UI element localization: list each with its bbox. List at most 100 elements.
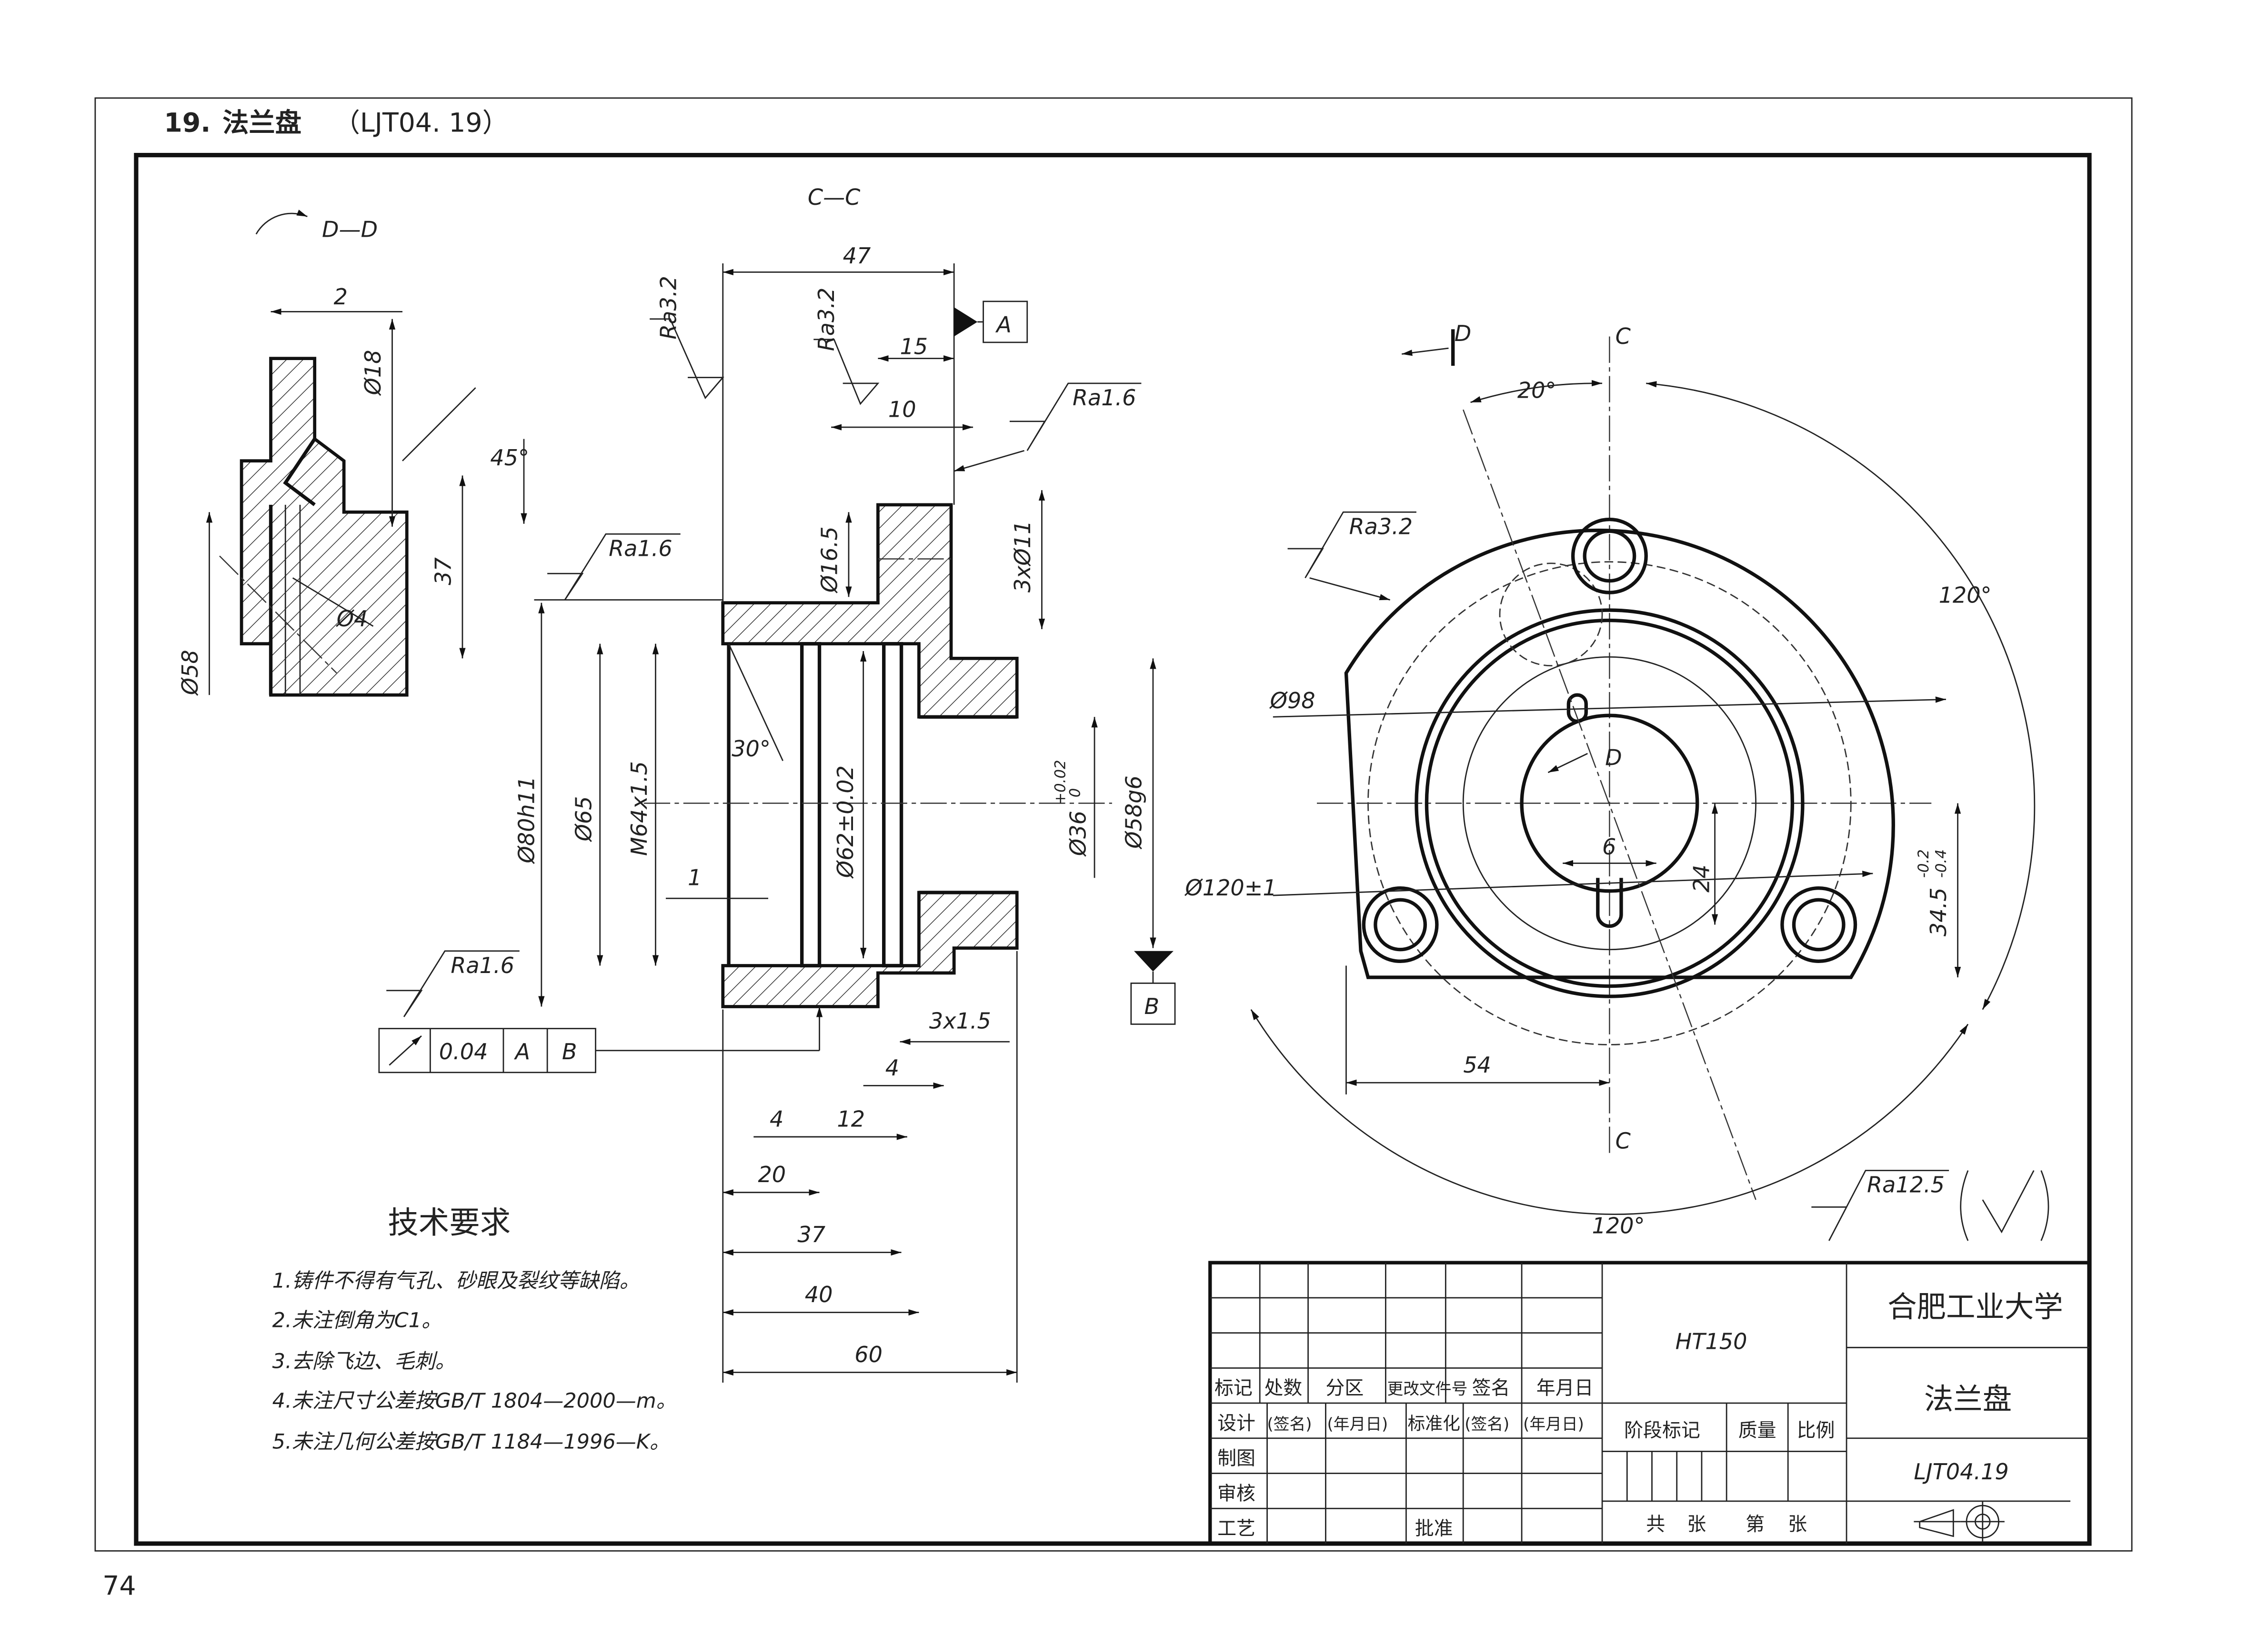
dim-dd-d58: Ø58 — [177, 650, 203, 696]
dim-120deg-bottom: 120° — [1592, 1213, 1645, 1239]
roughness-3: Ra1.6 — [1073, 385, 1136, 411]
tech-title: 技术要求 — [388, 1205, 511, 1241]
dim-cc-47: 47 — [843, 243, 871, 269]
section-mark-d-center: D — [1605, 745, 1622, 771]
lower-section — [721, 891, 1019, 1008]
dim-d120: Ø120±1 — [1184, 875, 1277, 901]
dim-34-5-tol-upper: -0.2 — [1915, 849, 1932, 878]
runout-icon — [389, 1035, 422, 1066]
tb-design: (年月日) — [1327, 1415, 1388, 1433]
dim-dd-d18: Ø18 — [360, 350, 386, 396]
tb-header: 签名 — [1472, 1377, 1510, 1399]
dim-cc-20: 20 — [758, 1162, 786, 1187]
dim-cc-d58g6: Ø58g6 — [1121, 775, 1146, 849]
roughness-4: Ra1.6 — [609, 535, 672, 561]
tb-sheets: 共 — [1646, 1513, 1665, 1535]
dim-6: 6 — [1602, 834, 1616, 860]
tb-design: (年月日) — [1523, 1415, 1584, 1433]
tb-header: 分区 — [1325, 1377, 1364, 1399]
tech-item: 5.未注几何公差按GB/T 1184—1996—K。 — [272, 1430, 670, 1454]
drawing-number: LJT04.19 — [1914, 1459, 2008, 1485]
dim-cc-1: 1 — [688, 865, 702, 891]
view-label-cc: C—C — [808, 184, 861, 210]
section-view-dd: D—D 2 Ø18 45° 37 Ø4 Ø58 — [177, 210, 529, 697]
datum-a-box — [983, 301, 1028, 343]
tech-item: 4.未注尺寸公差按GB/T 1804—2000—m。 — [272, 1389, 677, 1413]
tb-design: (签名) — [1465, 1415, 1509, 1433]
dim-cc-d36-tol-upper: +0.02 — [1052, 760, 1069, 804]
datum-b: B — [1144, 994, 1160, 1019]
dim-cc-12: 12 — [837, 1106, 865, 1132]
dim-cc-40: 40 — [805, 1282, 833, 1307]
roughness-other-icon — [1960, 1170, 2049, 1241]
roughness-general: Ra12.5 — [1867, 1172, 1945, 1198]
tb-design: 设计 — [1217, 1412, 1255, 1434]
section-view-cc: C—C 30° 47 15 10 Ø16.5 3xØ11 Ø80h11 Ø65 … — [378, 184, 1176, 1383]
roughness-6: Ra3.2 — [1349, 513, 1413, 539]
page-number: 74 — [102, 1571, 136, 1601]
dim-d98: Ø98 — [1269, 688, 1315, 713]
end-view: C C D D 20° 120° 120° Ø98 Ø120±1 6 24 34… — [1184, 321, 2049, 1241]
tb-sheets: 张 — [1687, 1513, 1706, 1535]
dim-cc-10: 10 — [888, 397, 916, 422]
tb-mass: 质量 — [1738, 1420, 1776, 1442]
school-name: 合肥工业大学 — [1887, 1290, 2063, 1324]
dim-cc-d65: Ø65 — [571, 796, 596, 842]
tb-header: 标记 — [1214, 1377, 1253, 1399]
dim-cc-d36: Ø36 — [1065, 811, 1091, 857]
dim-dd-d4: Ø4 — [336, 606, 368, 632]
outer-frame — [94, 97, 2133, 1552]
tb-stage: 阶段标记 — [1624, 1420, 1700, 1442]
roughness-5: Ra1.6 — [451, 953, 514, 978]
projection-symbol-icon — [1914, 1501, 2005, 1542]
roughness-2: Ra3.2 — [813, 288, 839, 351]
tb-scale: 比例 — [1797, 1420, 1835, 1442]
tb-sheets: 第 — [1746, 1513, 1765, 1535]
dim-dd-2: 2 — [334, 284, 348, 310]
dim-34-5: 34.5 — [1926, 887, 1951, 936]
material: HT150 — [1676, 1328, 1747, 1354]
datum-a: A — [995, 311, 1012, 337]
upper-section — [721, 503, 1019, 719]
tb-design: (签名) — [1267, 1415, 1312, 1433]
view-label-dd: D—D — [322, 217, 378, 242]
tb-row-label: 工艺 — [1217, 1518, 1255, 1540]
roughness-1: Ra3.2 — [655, 276, 681, 340]
tb-row-label: 审核 — [1217, 1483, 1255, 1505]
section-mark-d-top: D — [1455, 321, 1471, 346]
rotation-arrow-icon — [255, 210, 308, 235]
fcf-tolerance: 0.04 — [439, 1039, 488, 1064]
section-mark-c-top: C — [1616, 323, 1631, 349]
part-name: 法兰盘 — [1924, 1382, 2012, 1416]
dim-cc-d16-5: Ø16.5 — [816, 526, 842, 593]
tb-header: 处数 — [1264, 1377, 1302, 1399]
tb-design: 标准化 — [1407, 1413, 1460, 1434]
dim-34-5-tol-lower: -0.4 — [1933, 849, 1950, 878]
dim-cc-d62: Ø62±0.02 — [833, 765, 858, 879]
page-header: 19. 法兰盘 （LJT04. 19） — [164, 108, 509, 138]
tech-item: 2.未注倒角为C1。 — [272, 1308, 442, 1332]
tb-sheets: 张 — [1788, 1513, 1807, 1535]
datum-b-box — [1130, 983, 1176, 1025]
section-number: 19. — [164, 108, 211, 138]
dim-cc-30deg: 30° — [732, 736, 771, 762]
dim-24: 24 — [1688, 864, 1714, 893]
dim-cc-d36-tol-lower: 0 — [1066, 788, 1084, 798]
tech-item: 1.铸件不得有气孔、砂眼及裂纹等缺陷。 — [272, 1269, 640, 1293]
title-block: HT150 合肥工业大学 法兰盘 LJT04.19 标记 处数 分区 更改文件号… — [1208, 1261, 2091, 1546]
tb-row-label: 制图 — [1217, 1447, 1255, 1469]
dim-cc-3x1-5: 3x1.5 — [929, 1008, 991, 1034]
dim-cc-d80h11: Ø80h11 — [513, 776, 539, 864]
tech-item: 3.去除飞边、毛刺。 — [272, 1349, 456, 1373]
section-title: 法兰盘 — [222, 108, 301, 138]
roughness-symbols: Ra3.2 Ra3.2 Ra1.6 Ra1.6 Ra1.6 — [386, 276, 1142, 1017]
fcf-datum-1: A — [514, 1039, 531, 1064]
tb-approve: 批准 — [1415, 1518, 1453, 1540]
dim-120deg-right: 120° — [1939, 582, 1992, 608]
section-mark-c-bottom: C — [1616, 1128, 1631, 1154]
dim-cc-60: 60 — [854, 1342, 883, 1367]
technical-requirements: 技术要求 1.铸件不得有气孔、砂眼及裂纹等缺陷。 2.未注倒角为C1。 3.去除… — [272, 1205, 677, 1454]
dim-cc-4a: 4 — [770, 1106, 783, 1132]
fcf-datum-2: B — [562, 1039, 577, 1064]
